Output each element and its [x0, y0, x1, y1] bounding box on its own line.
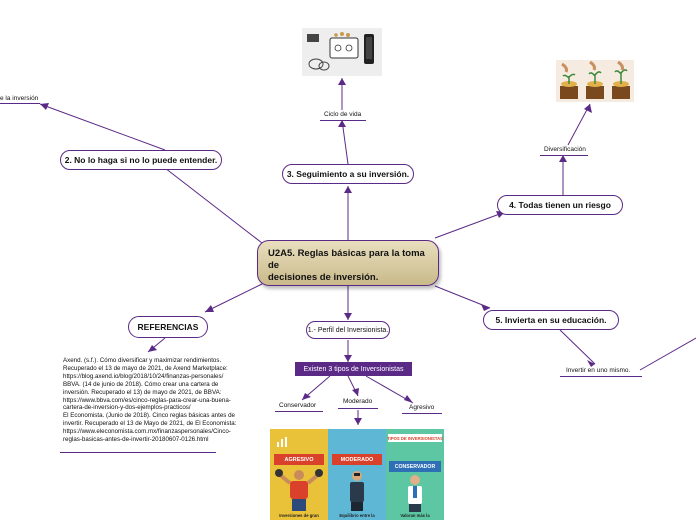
arrow-tipos — [344, 355, 352, 362]
edge-central-t4 — [434, 211, 506, 239]
topic-3-pill[interactable]: 3. Seguimiento a su inversión. — [282, 164, 414, 184]
arrow-conservador — [302, 393, 311, 400]
references-text: Axend. (s.f.). Cómo diversificar y maxim… — [63, 357, 237, 444]
arrow-refs — [205, 305, 214, 312]
label-agresivo: Agresivo — [409, 404, 435, 411]
desk-illustration — [302, 28, 382, 76]
arrow-invertir — [587, 360, 595, 367]
reference-line: invertir. Recuperado el 13 de Mayo de 20… — [63, 420, 237, 428]
label-invertir-en-uno-mismo: Invertir en uno mismo. — [566, 367, 631, 374]
arrow-moderado-img — [354, 418, 362, 425]
arrow-agresivo — [404, 395, 413, 403]
arrow-div-img — [584, 104, 592, 113]
edge-central-t5 — [434, 285, 491, 309]
edge-t2-partial — [39, 103, 166, 151]
arrow-div — [559, 155, 567, 162]
arrow-ciclo — [338, 120, 346, 127]
reference-line: inversión. Recuperado el 13) de mayo de … — [63, 388, 222, 396]
topic-4-pill[interactable]: 4. Todas tienen un riesgo — [497, 195, 623, 215]
label-ciclo-de-vida: Ciclo de vida — [324, 111, 362, 118]
edge-invertir-off — [639, 337, 696, 371]
reference-line: reglas-basicas-antes-de-invertir-2018060… — [63, 436, 209, 444]
partial-label-top-left: e la inversión — [0, 95, 39, 102]
infographic-figures — [275, 469, 422, 512]
invertir-underline — [560, 376, 642, 377]
badge-conservador: CONSERVADOR — [389, 461, 441, 472]
badge-agresivo: AGRESIVO — [274, 454, 324, 465]
infographic-header: TIPOS DE INVERSIONISTAS — [387, 434, 443, 442]
arrow-moderado — [352, 388, 359, 396]
reference-line: https://www.eleconomista.com.mx/finanzas… — [63, 428, 231, 436]
desk-image — [302, 28, 382, 76]
conservador-underline — [275, 411, 323, 412]
reference-line: https://blog.axend.io/blog/2018/10/24/fi… — [63, 372, 224, 380]
referencias-pill[interactable]: REFERENCIAS — [128, 316, 208, 338]
caption-moderado: Equilibrio entre la — [339, 513, 375, 518]
arrow-partial — [40, 103, 49, 110]
reference-line: Axend. (s.f.). Cómo diversificar y maxim… — [63, 357, 222, 364]
reference-line: cartera-de-inversion-y-dos-ejemplos-prac… — [63, 404, 191, 412]
moderado-underline — [338, 408, 378, 409]
arrow-ciclo-img — [338, 78, 346, 85]
references-underline — [60, 452, 216, 453]
badge-moderado: MODERADO — [332, 454, 382, 465]
edge-t5-invertir — [559, 329, 596, 365]
reference-line: BBVA. (14 de junio de 2018). Cómo crear … — [63, 380, 219, 388]
ciclo-underline — [320, 120, 366, 121]
central-title-line-1: U2A5. Reglas básicas para la toma de — [268, 248, 425, 271]
edge-central-t2 — [164, 167, 263, 244]
caption-agresivo: Inversiones de gran — [279, 513, 319, 518]
tipos-inversionistas-tag[interactable]: Existen 3 tipos de Inversionistas — [295, 362, 412, 376]
label-conservador: Conservador — [279, 402, 317, 409]
reference-line: https://www.bbva.com/es/cinco-reglas-par… — [63, 396, 231, 404]
edge-div-image — [567, 103, 591, 146]
reference-line: Recuperado el 13 de mayo de 2021, de Axe… — [63, 364, 228, 372]
central-topic[interactable]: U2A5. Reglas básicas para la toma de dec… — [257, 240, 439, 286]
arrow-t5 — [481, 304, 490, 311]
arrow-t3 — [344, 186, 352, 193]
edge-t3-ciclo — [341, 119, 349, 165]
topic-2-pill[interactable]: 2. No lo haga si no lo puede entender. — [60, 150, 222, 170]
agresivo-underline — [402, 413, 442, 414]
arrow-perfil — [344, 313, 352, 320]
central-title-line-2: decisiones de inversión. — [268, 272, 379, 283]
partial-label-underline — [0, 103, 40, 104]
caption-conservador: Valoran más la — [400, 513, 430, 518]
perfil-inversionista-pill[interactable]: 1.- Perfil del Inversionista. — [306, 321, 390, 339]
reference-line: El Economista. (Junio de 2018). Cinco re… — [63, 412, 235, 420]
edge-central-refs — [204, 283, 263, 313]
investor-types-infographic: TIPOS DE INVERSIONISTAS AGRESIVO MODERAD… — [270, 429, 444, 520]
label-moderado: Moderado — [343, 398, 373, 405]
arrow-refs-text — [148, 345, 157, 352]
chart-icon — [276, 434, 288, 447]
label-diversificacion: Diversificación — [544, 146, 586, 153]
investment-plants-image — [556, 60, 634, 102]
diversificacion-underline — [540, 155, 588, 156]
topic-5-pill[interactable]: 5. Invierta en su educación. — [483, 310, 619, 330]
plants-illustration — [556, 60, 634, 102]
